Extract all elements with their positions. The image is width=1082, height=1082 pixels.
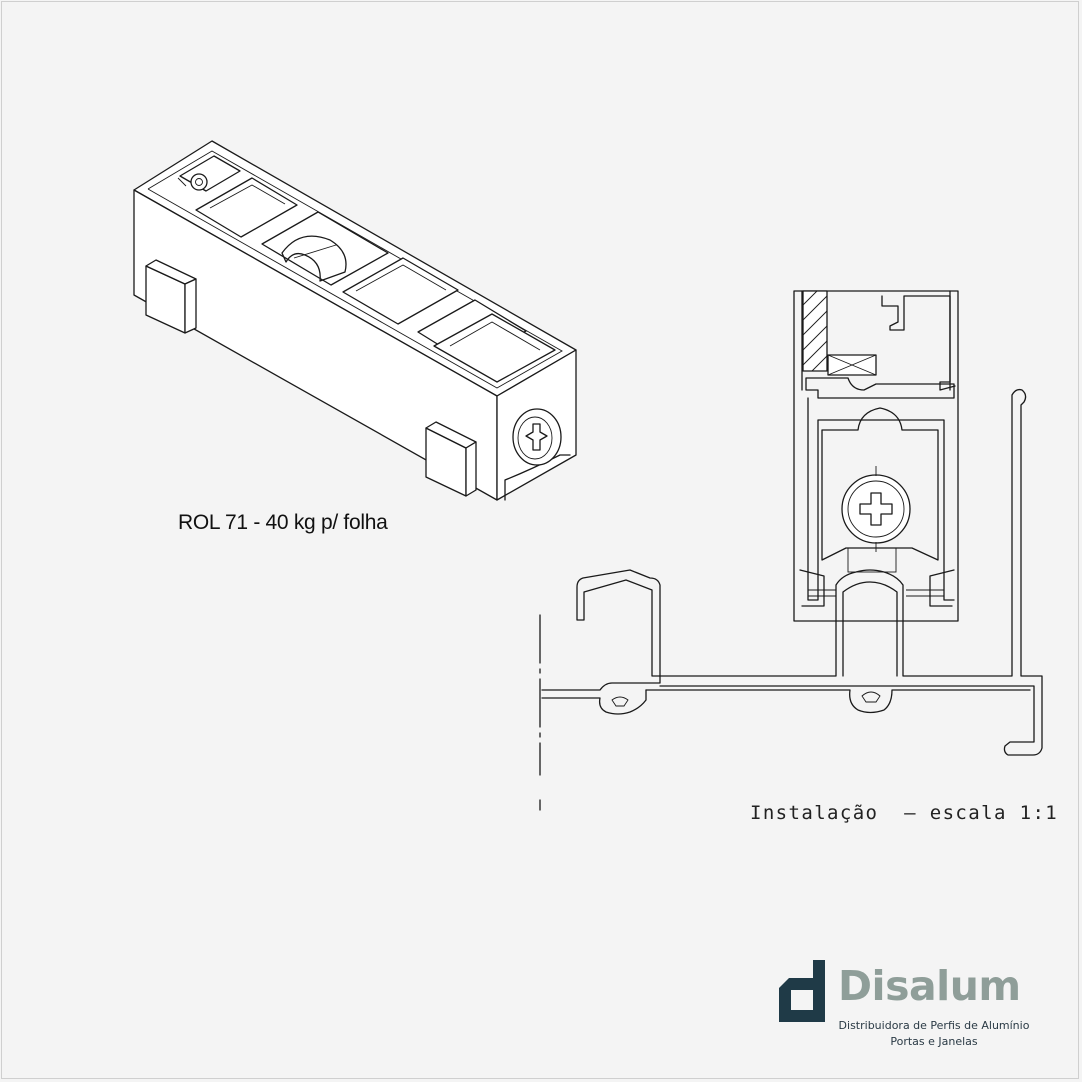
right-pad xyxy=(425,421,477,497)
roller-wheel xyxy=(281,235,347,282)
brand-tagline: Distribuidora de Perfis de Alumínio Port… xyxy=(838,1018,1030,1050)
brand-name: Disalum xyxy=(838,962,1021,1010)
installation-caption: Instalação — escala 1:1 xyxy=(750,802,1059,824)
disalum-d-icon xyxy=(779,960,825,1022)
left-pad xyxy=(145,259,197,334)
track-profile xyxy=(541,388,1043,756)
brand-tagline-line2: Portas e Janelas xyxy=(890,1035,978,1048)
brand-tagline-line1: Distribuidora de Perfis de Alumínio xyxy=(838,1019,1030,1032)
top-screw xyxy=(190,173,208,191)
sash-frame xyxy=(793,290,959,622)
compartment-3 xyxy=(342,257,459,325)
compartment-5 xyxy=(433,313,556,383)
compartment-2 xyxy=(195,177,298,238)
adjust-screw xyxy=(512,408,562,466)
roller-isometric-view xyxy=(133,140,577,501)
sash-screw xyxy=(841,466,911,552)
product-caption: ROL 71 - 40 kg p/ folha xyxy=(178,511,388,534)
installation-section xyxy=(539,290,1043,811)
